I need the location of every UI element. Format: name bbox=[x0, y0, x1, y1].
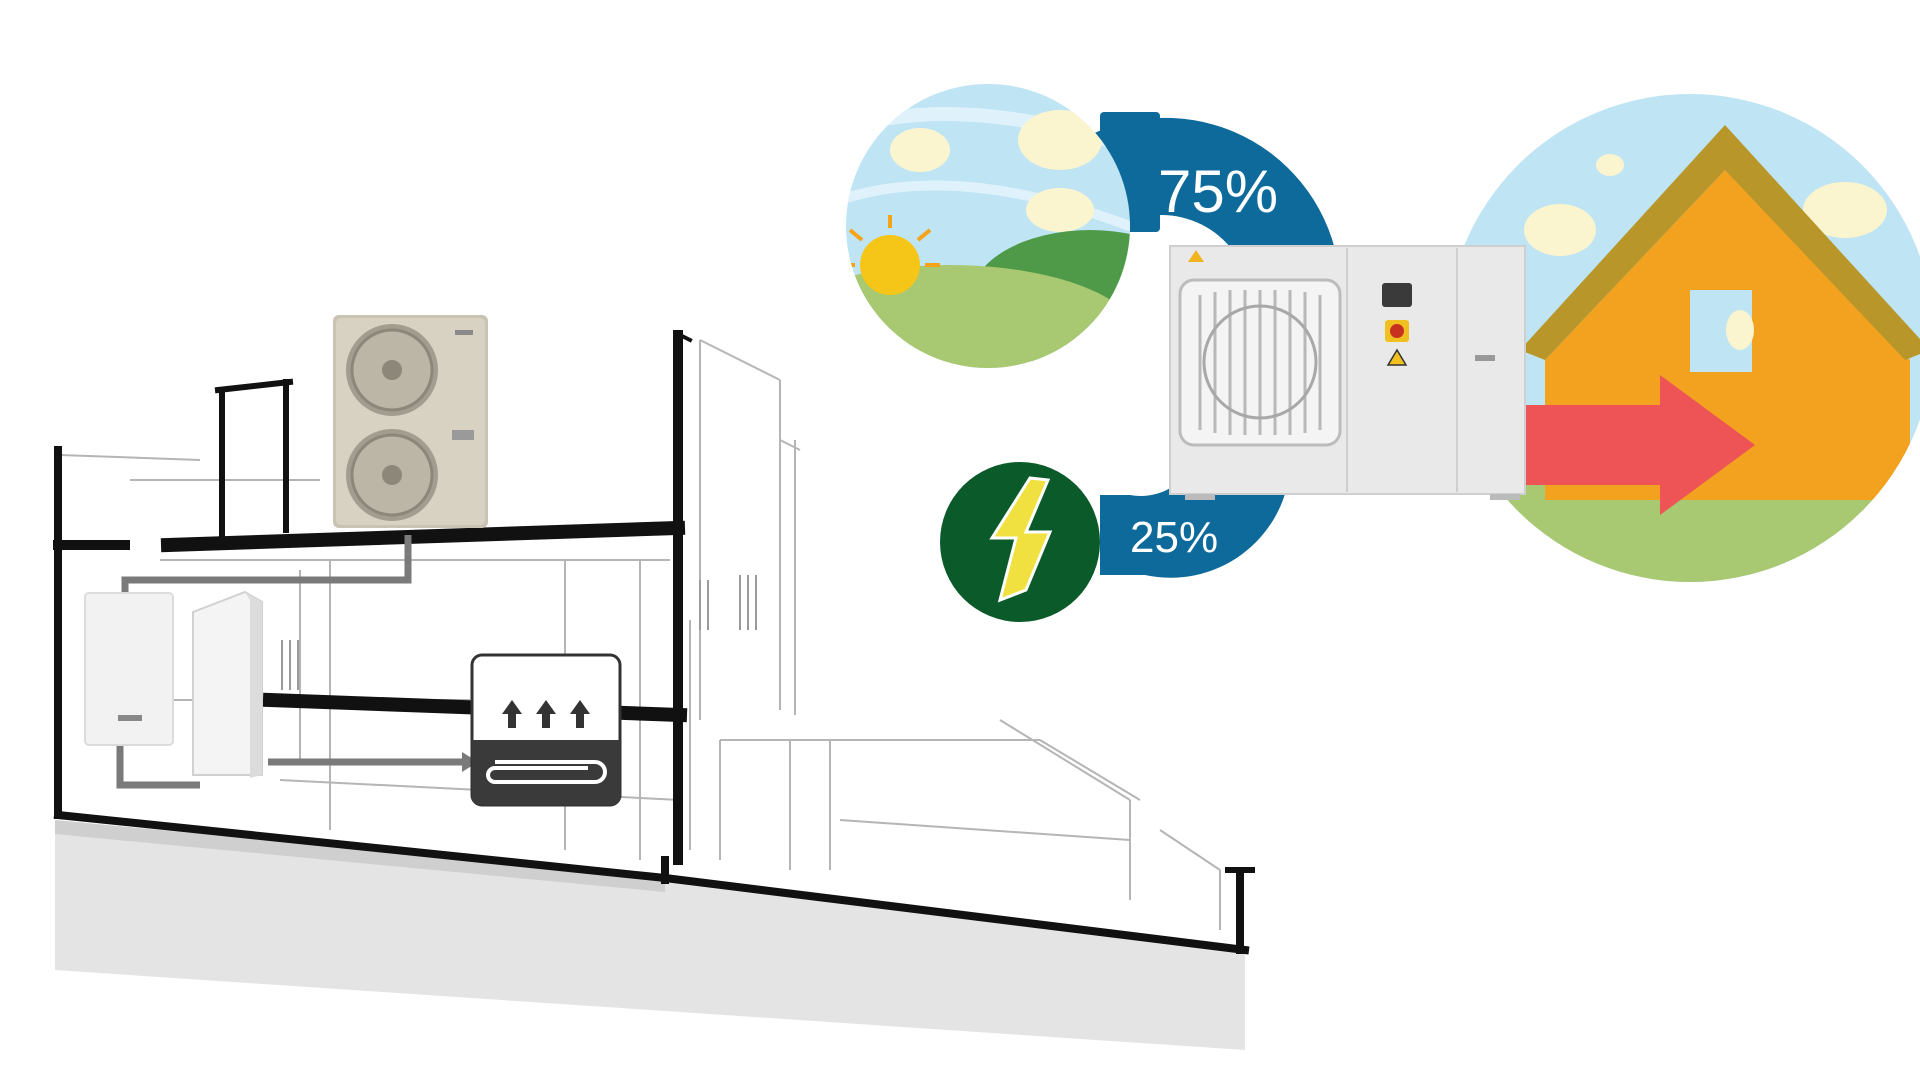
sun-icon bbox=[846, 215, 940, 295]
interior-sketch-lines bbox=[59, 339, 1250, 930]
pipe-arrowhead bbox=[462, 752, 478, 772]
window-hatches bbox=[281, 575, 757, 690]
outdoor-heat-pump-unit-double-fan bbox=[333, 315, 488, 528]
heated-house-circle bbox=[1446, 94, 1920, 582]
building-cross-section bbox=[53, 315, 1255, 1050]
lightning-bolt-icon bbox=[989, 476, 1053, 603]
energy-flow-diagram: 75% 25% bbox=[846, 84, 1920, 622]
warning-triangle-icon bbox=[1188, 250, 1204, 262]
house-roof bbox=[1520, 125, 1920, 360]
underfloor-heating-icon bbox=[470, 653, 622, 807]
electricity-circle bbox=[940, 462, 1100, 622]
ambient-air-circle bbox=[846, 84, 1130, 368]
heat-arrow-icon bbox=[1520, 375, 1755, 515]
monobloc-heat-pump-unit bbox=[1169, 245, 1526, 500]
electric-energy-flow bbox=[1100, 470, 1290, 578]
building-structure bbox=[53, 330, 1255, 955]
ground-slab bbox=[55, 820, 1245, 1050]
ambient-share-label: 75% bbox=[1158, 158, 1278, 225]
electric-share-label: 25% bbox=[1130, 513, 1218, 562]
indoor-wall-unit bbox=[84, 592, 174, 746]
hot-water-tank bbox=[192, 590, 263, 778]
